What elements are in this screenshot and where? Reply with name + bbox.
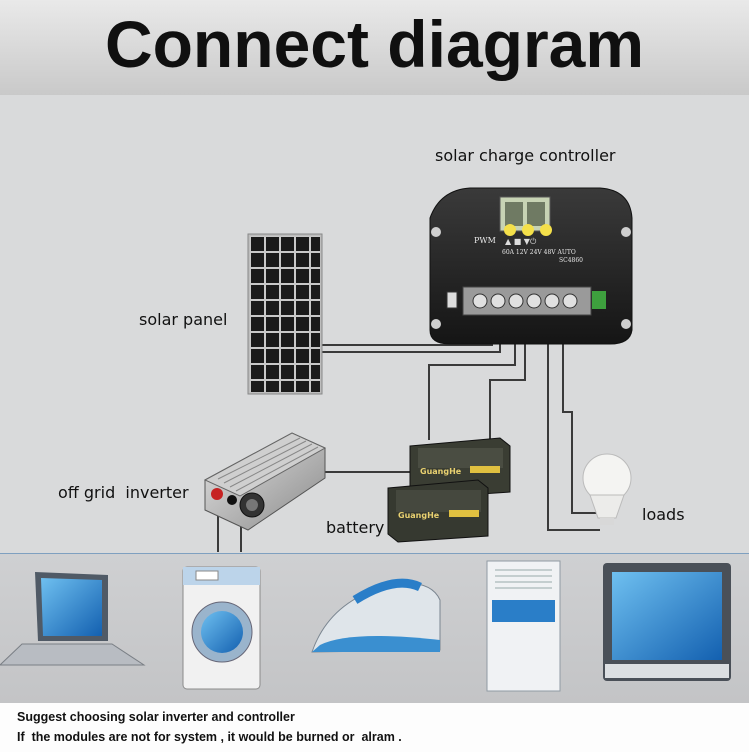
button-set [522,224,534,236]
footer-line-2: If the modules are not for system , it w… [17,730,402,744]
washing-machine [182,566,261,690]
battery-brand-top: GuangHe [420,467,462,476]
controller-label: solar charge controller [435,146,616,165]
battery-bank: GuangHe GuangHe [387,437,511,543]
wire-battery-positive [428,338,516,440]
controller-mode-label: PWM [474,236,496,245]
television [603,563,731,681]
page-title: Connect diagram [104,7,645,81]
inverter-terminal-red [211,488,223,500]
button-up [504,224,516,236]
inverter-label: off grid inverter [58,483,189,502]
controller-model-label: SC4860 [559,257,583,264]
inverter-terminal-black [227,495,237,505]
solar-panel-label: solar panel [139,310,228,329]
usb-port [446,291,458,309]
solar-panel [247,233,323,395]
light-bulb [582,453,632,525]
controller-spec-label: 60A 12V 24V 48V AUTO [502,249,576,256]
wire-load-negative [562,338,600,514]
air-conditioner [486,560,561,692]
button-down [540,224,552,236]
laptop [0,572,146,666]
connection-diagram: ▲ ■ ▼⏻ PWM 60A 12V 24V 48V AUTO SC4860 G… [0,187,731,692]
fuse-block [592,291,606,309]
battery-brand-bottom: GuangHe [398,511,440,520]
wire-load-positive [547,338,600,531]
battery-label: battery [326,518,385,537]
iron [311,578,441,653]
footer-note: Suggest choosing solar inverter and cont… [0,703,749,752]
off-grid-inverter [203,432,327,531]
footer-line-1: Suggest choosing solar inverter and cont… [17,710,295,724]
charge-controller: ▲ ■ ▼⏻ PWM 60A 12V 24V 48V AUTO SC4860 [429,187,633,345]
wire-battery-negative [489,338,526,445]
title-bar: Connect diagram [0,0,749,95]
svg-text:▲ ■ ▼⏻: ▲ ■ ▼⏻ [505,237,537,246]
loads-label: loads [642,505,685,524]
